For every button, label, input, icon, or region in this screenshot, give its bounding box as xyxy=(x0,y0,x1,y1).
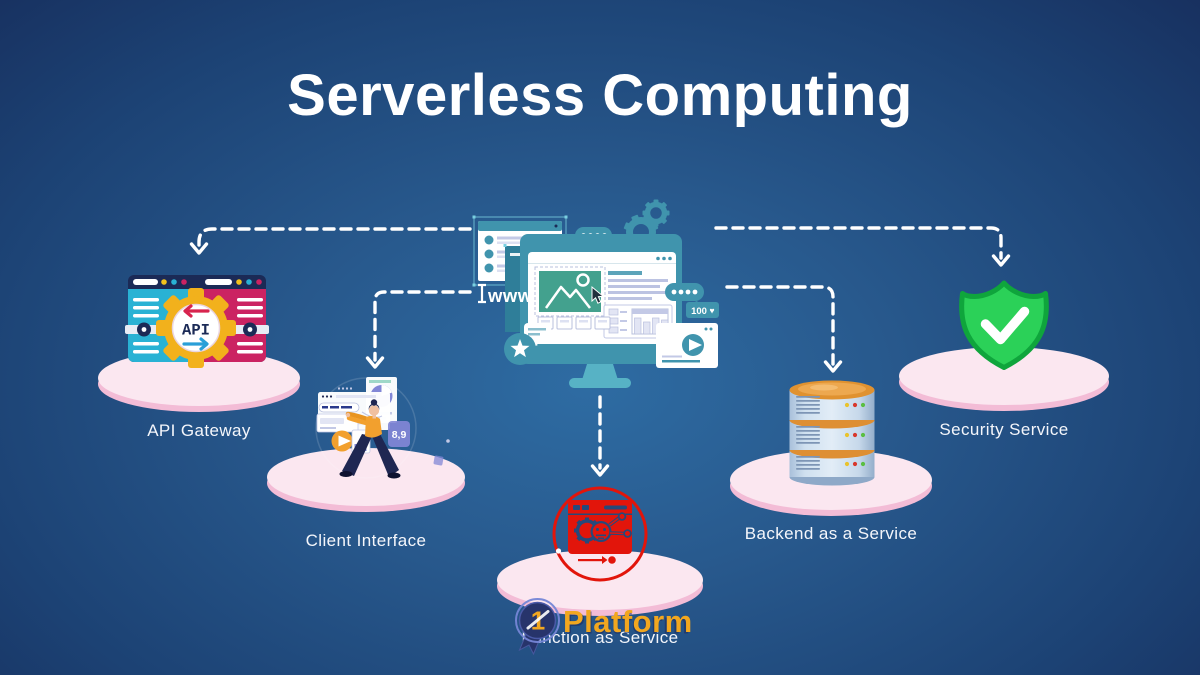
text-cursor-icon xyxy=(478,283,486,304)
chat-bubble-icon xyxy=(665,283,704,308)
request-arrow-icon xyxy=(183,304,210,318)
arrow-center-to-security-service xyxy=(714,226,1003,260)
disc-api-gateway xyxy=(98,350,300,412)
likes-count: 100 xyxy=(691,306,707,317)
pointer-line xyxy=(578,556,616,564)
disc-client-interface xyxy=(267,448,465,512)
status-leds xyxy=(844,402,866,467)
function-browser-window xyxy=(568,500,632,554)
response-arrow-icon xyxy=(182,337,209,351)
shield-check-icon xyxy=(959,280,1049,370)
person-illustration xyxy=(339,399,401,479)
browser-top-bar xyxy=(133,279,262,285)
node-label-function-as-service: Function as Service xyxy=(521,628,679,647)
www-text: www xyxy=(478,283,533,306)
bot-face-icon xyxy=(590,521,612,542)
arrowhead-backend xyxy=(823,360,843,373)
brand-logo: 1 Platform Platform xyxy=(515,598,693,656)
api-gateway-icon: API xyxy=(125,275,269,368)
window-text-lines xyxy=(133,298,263,354)
text-lines xyxy=(608,271,668,300)
checkmark-icon xyxy=(980,306,1030,345)
node-label-api-gateway: API Gateway xyxy=(147,421,251,440)
api-browser-window xyxy=(128,275,266,362)
list-window xyxy=(472,215,568,287)
page-title: Serverless Computing xyxy=(287,63,913,128)
likes-badge: 100 ♥ xyxy=(686,302,719,318)
browser-panel xyxy=(318,387,390,430)
svg-text:www: www xyxy=(487,285,533,306)
network-nodes xyxy=(608,512,632,538)
web-browser-monitor-illustration: 100 ♥ www xyxy=(472,199,719,388)
database-stack-icon xyxy=(789,380,875,486)
brand-watermark: 1 Platform Platform xyxy=(505,595,720,661)
disc-security-service xyxy=(899,347,1109,411)
node-label-security-service: Security Service xyxy=(939,420,1069,439)
star-badge-icon xyxy=(504,323,551,365)
arrowhead-client xyxy=(365,356,385,369)
play-button-icon xyxy=(331,430,353,452)
brand-name: Platform xyxy=(563,604,693,639)
backend-as-a-service-icon xyxy=(789,380,875,486)
node-label-client-interface: Client Interface xyxy=(305,531,427,550)
connector-nodes xyxy=(125,322,269,337)
node-label-backend-as-a-service: Backend as a Service xyxy=(744,524,918,543)
api-gear: API xyxy=(156,288,236,368)
thumbnail-row xyxy=(537,316,611,330)
arrow-center-to-client-interface xyxy=(373,290,472,362)
sub-panel xyxy=(316,413,359,433)
heart-icon: ♥ xyxy=(709,306,714,316)
function-as-service-icon xyxy=(552,486,648,582)
chat-bubble-icon xyxy=(575,227,612,252)
function-gear-icon xyxy=(574,517,600,544)
image-placeholder xyxy=(534,266,606,317)
vent-lines xyxy=(796,396,820,470)
monitor-stand xyxy=(569,364,631,388)
api-label: API xyxy=(182,322,210,340)
dot-decoration xyxy=(446,439,450,443)
square-decoration xyxy=(433,455,444,466)
cursor-icon xyxy=(591,285,605,304)
rating-badge: 8,9 xyxy=(388,421,410,447)
arrowhead-faas xyxy=(590,464,610,477)
dot-decoration xyxy=(555,548,562,554)
security-service-icon xyxy=(959,280,1049,370)
pie-chart-panel xyxy=(366,377,397,423)
arrowhead-security xyxy=(991,254,1011,267)
table-widget xyxy=(603,304,673,339)
monitor xyxy=(520,234,682,364)
arrow-center-to-backend-as-a-service xyxy=(725,285,835,366)
arrowhead-api xyxy=(189,242,209,255)
disc-backend-as-a-service xyxy=(730,450,932,516)
side-tab-panel xyxy=(503,244,549,332)
arrow-center-to-api-gateway xyxy=(197,227,472,248)
outline-circle xyxy=(552,486,648,582)
svg-text:8,9: 8,9 xyxy=(392,429,407,441)
gear-icon xyxy=(623,199,670,250)
video-player-icon xyxy=(656,323,718,368)
bar-chart-panel xyxy=(351,429,371,454)
client-interface-icon: 8,9 xyxy=(315,377,450,479)
